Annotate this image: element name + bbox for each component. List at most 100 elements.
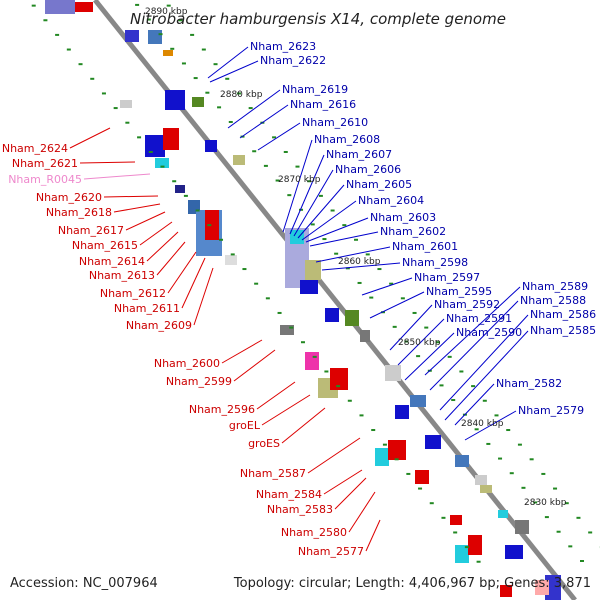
- feature-block: [535, 580, 549, 595]
- leader-line: [83, 173, 151, 180]
- leader-line: [361, 277, 413, 296]
- tick-mark: [564, 502, 569, 505]
- tick-mark: [263, 164, 268, 167]
- tick-mark: [287, 194, 292, 197]
- leader-line: [315, 246, 391, 263]
- feature-block: [468, 535, 482, 555]
- feature-block: [75, 2, 93, 12]
- tick-mark: [90, 77, 95, 80]
- feature-block: [515, 520, 529, 534]
- tick-mark: [406, 472, 411, 475]
- gene-label-forward: Nham_2592: [434, 298, 500, 311]
- leader-line: [307, 437, 361, 474]
- leader-line: [233, 349, 276, 382]
- tick-mark: [482, 399, 487, 402]
- leader-line: [139, 221, 173, 246]
- feature-block: [325, 308, 339, 322]
- leader-line: [167, 251, 197, 294]
- leader-line: [256, 381, 296, 410]
- kbp-label: 2880 kbp: [220, 90, 263, 100]
- gene-label-forward: Nham_2610: [302, 116, 368, 129]
- gene-label-forward: Nham_2579: [518, 404, 584, 417]
- tick-mark: [295, 165, 300, 168]
- feature-block: [385, 365, 401, 381]
- tick-mark: [242, 268, 247, 271]
- feature-block: [455, 455, 469, 467]
- gene-label-reverse: groEL: [229, 419, 261, 432]
- gene-label-forward: Nham_2598: [402, 256, 468, 269]
- feature-block: [163, 128, 179, 150]
- feature-block: [225, 255, 237, 265]
- feature-block: [290, 230, 304, 244]
- tick-mark: [441, 516, 446, 519]
- tick-mark: [424, 326, 429, 329]
- feature-block: [410, 395, 426, 407]
- genome-summary-text: Topology: circular; Length: 4,406,967 bp…: [233, 576, 591, 591]
- leader-line: [289, 154, 325, 235]
- gene-label-forward: Nham_2602: [380, 225, 446, 238]
- gene-label-reverse: Nham_2584: [256, 488, 322, 501]
- tick-mark: [435, 341, 440, 344]
- tick-mark: [576, 516, 581, 519]
- feature-block: [163, 50, 173, 56]
- feature-block: [305, 352, 319, 370]
- tick-mark: [217, 106, 222, 109]
- tick-mark: [230, 253, 235, 256]
- leader-line: [227, 89, 281, 129]
- feature-block: [145, 135, 165, 157]
- leader-line: [309, 231, 379, 247]
- feature-block: [125, 30, 139, 42]
- gene-label-forward: Nham_2616: [290, 98, 356, 111]
- gene-label-forward: Nham_2582: [496, 377, 562, 390]
- tick-mark: [158, 33, 163, 36]
- tick-mark: [498, 457, 503, 460]
- leader-line: [261, 394, 311, 426]
- leader-line: [397, 318, 445, 366]
- kbp-label: 2830 kbp: [524, 498, 567, 508]
- tick-mark: [205, 91, 210, 94]
- tick-mark: [334, 252, 339, 255]
- feature-block: [192, 97, 204, 107]
- tick-mark: [193, 77, 198, 80]
- leader-line: [181, 257, 206, 309]
- tick-mark: [207, 224, 212, 227]
- tick-mark: [318, 194, 323, 197]
- gene-label-forward: Nham_2591: [446, 312, 512, 325]
- leader-line: [305, 217, 369, 243]
- leader-line: [323, 469, 363, 495]
- tick-mark: [580, 560, 584, 562]
- gene-label-forward: Nham_2589: [522, 280, 588, 293]
- tick-mark: [183, 194, 188, 197]
- tick-mark: [78, 63, 83, 66]
- tick-mark: [471, 385, 476, 388]
- tick-mark: [195, 209, 200, 212]
- tick-mark: [439, 384, 444, 387]
- feature-block: [120, 100, 132, 108]
- feature-block: [480, 485, 492, 493]
- leader-line: [321, 262, 401, 271]
- tick-mark: [474, 428, 479, 431]
- gene-label-forward: Nham_2606: [335, 163, 401, 176]
- tick-mark: [322, 238, 327, 241]
- tick-mark: [252, 150, 257, 153]
- tick-mark: [359, 414, 364, 417]
- tick-mark: [324, 370, 329, 373]
- tick-mark: [476, 560, 481, 563]
- tick-mark: [113, 107, 118, 110]
- gene-label-reverse: Nham_2583: [267, 503, 333, 516]
- tick-mark: [521, 486, 526, 489]
- kbp-label: 2870 kbp: [278, 175, 321, 185]
- tick-mark: [369, 296, 374, 299]
- leader-line: [282, 139, 313, 233]
- feature-block: [455, 545, 469, 563]
- leader-line: [444, 330, 529, 421]
- tick-mark: [486, 442, 491, 445]
- gene-label-forward: Nham_2608: [314, 133, 380, 146]
- tick-mark: [464, 546, 469, 549]
- leader-line: [369, 291, 425, 319]
- tick-mark: [429, 502, 434, 505]
- feature-block: [305, 260, 321, 280]
- tick-mark: [553, 487, 558, 490]
